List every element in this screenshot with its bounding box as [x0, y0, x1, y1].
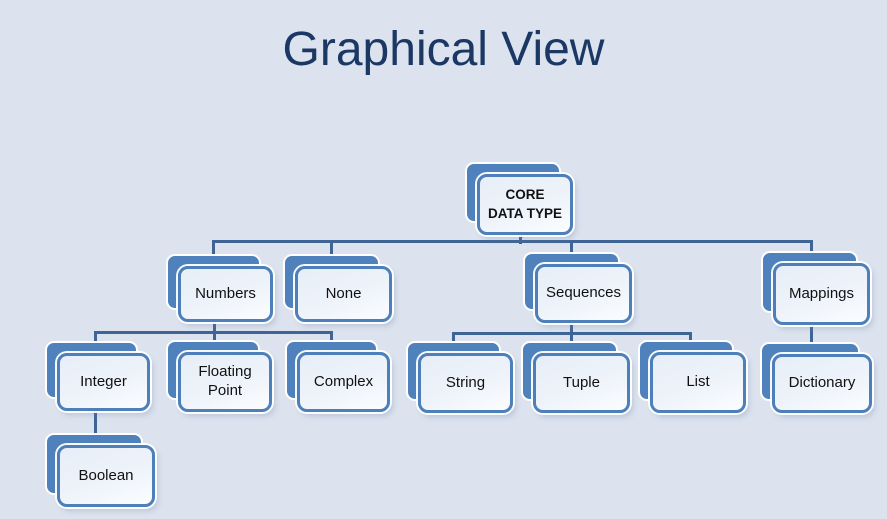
node-face: Floating Point: [178, 352, 272, 412]
node-sequences: Sequences: [523, 252, 632, 323]
node-label: Integer: [80, 372, 127, 390]
connector-drop-sequences: [570, 240, 573, 260]
connector-integer-boolean: [94, 405, 97, 445]
node-string: String: [406, 341, 513, 413]
connector-core-riser: [519, 228, 522, 244]
node-list: List: [638, 340, 746, 413]
node-integer: Integer: [45, 341, 150, 411]
node-label: Boolean: [78, 466, 134, 484]
node-label: Floating Point: [198, 363, 252, 399]
node-boolean: Boolean: [45, 433, 155, 507]
connector-drop-numbers: [212, 240, 215, 262]
connector-drop-none: [330, 240, 333, 262]
node-label: Numbers: [195, 284, 256, 302]
connector-drop-mappings: [810, 240, 813, 259]
node-tuple: Tuple: [521, 341, 630, 413]
slide-title: Graphical View: [282, 23, 605, 76]
node-face: Complex: [297, 352, 390, 412]
node-mappings: Mappings: [761, 251, 870, 325]
node-label: Dictionary: [788, 374, 856, 392]
node-complex: Complex: [285, 340, 390, 412]
connector-sequences-children-bus: [452, 332, 692, 335]
node-face: String: [418, 353, 513, 413]
node-face: Integer: [57, 353, 150, 411]
node-floating-point: Floating Point: [166, 340, 272, 412]
node-label: None: [325, 284, 362, 302]
node-face: Boolean: [57, 445, 155, 507]
node-none: None: [283, 254, 392, 322]
node-label: CORE DATA TYPE: [488, 187, 562, 221]
node-face: List: [650, 352, 746, 413]
node-label: List: [686, 373, 710, 391]
connector-drop-integer: [94, 331, 97, 349]
node-label: String: [445, 373, 486, 391]
node-dictionary: Dictionary: [760, 342, 872, 413]
node-core-data-type: CORE DATA TYPE: [465, 162, 573, 235]
node-label: Tuple: [563, 373, 600, 391]
node-face: Sequences: [535, 264, 632, 323]
node-face: Tuple: [533, 353, 630, 413]
node-face: CORE DATA TYPE: [477, 174, 573, 235]
node-face: None: [295, 266, 392, 322]
node-face: Dictionary: [772, 354, 872, 413]
connector-core-children-bus: [213, 240, 813, 243]
connector-numbers-children-bus: [94, 331, 333, 334]
connector-mappings-dictionary: [810, 318, 813, 354]
node-face: Mappings: [773, 263, 870, 325]
node-label: Complex: [313, 372, 374, 390]
node-numbers: Numbers: [166, 254, 273, 322]
node-label: Mappings: [788, 284, 855, 302]
node-label: Sequences: [545, 284, 622, 302]
node-face: Numbers: [178, 266, 273, 322]
